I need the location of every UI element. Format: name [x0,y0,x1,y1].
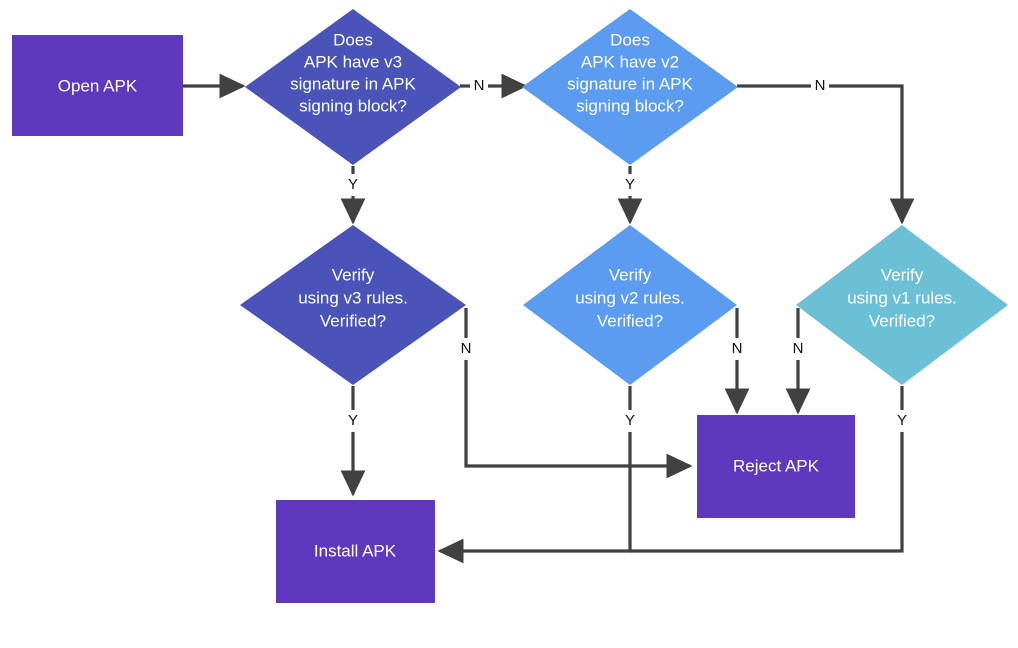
label-bg [789,338,807,360]
edge-v2block-no-to-verifyv1 [737,84,915,225]
node-reject-apk[interactable]: Reject APK [697,415,855,518]
label-bg [621,410,639,432]
edge-label-v2block-no: N [815,77,826,94]
edge-label-v3block-yes: Y [348,176,358,193]
label-bg [893,410,911,432]
label-bg [470,75,488,97]
label-bg [621,174,639,196]
node-verify-v1[interactable]: Verify using v1 rules. Verified? [796,225,1008,385]
node-verify-v3[interactable]: Verify using v3 rules. Verified? [240,225,466,385]
edge-label-layer: N Y N Y N Y N Y N Y [344,75,911,432]
verify-v1-diamond[interactable] [796,225,1008,385]
edge-label-verifyv3-no: N [461,340,472,357]
install-apk-box[interactable] [276,500,435,603]
node-install-apk[interactable]: Install APK [276,500,435,603]
open-apk-box[interactable] [12,35,183,136]
label-bg [457,338,475,360]
edge-label-v3block-no: N [474,77,485,94]
has-v3-diamond[interactable] [245,9,461,165]
node-has-v2-signature[interactable]: Does APK have v2 signature in APK signin… [522,9,738,165]
edge-verifyv1-yes-to-install [630,386,904,553]
label-bg [344,174,362,196]
edge-label-verifyv1-yes: Y [897,412,907,429]
edge-label-verifyv1-no: N [793,340,804,357]
label-bg [344,410,362,432]
edge-label-verifyv2-no: N [732,340,743,357]
edge-label-verifyv3-yes: Y [348,412,358,429]
node-has-v3-signature[interactable]: Does APK have v3 signature in APK signin… [245,9,461,165]
verify-v3-diamond[interactable] [240,225,466,385]
edge-verifyv2-yes-to-install [437,386,632,564]
label-bg [811,75,829,97]
verify-v2-diamond[interactable] [523,225,737,385]
edge-label-verifyv2-yes: Y [625,412,635,429]
edge-verifyv3-no-to-reject [464,308,693,479]
reject-apk-box[interactable] [697,415,855,518]
has-v2-diamond[interactable] [522,9,738,165]
node-open-apk[interactable]: Open APK [12,35,183,136]
node-verify-v2[interactable]: Verify using v2 rules. Verified? [523,225,737,385]
label-bg [728,338,746,360]
edge-label-v2block-yes: Y [625,176,635,193]
